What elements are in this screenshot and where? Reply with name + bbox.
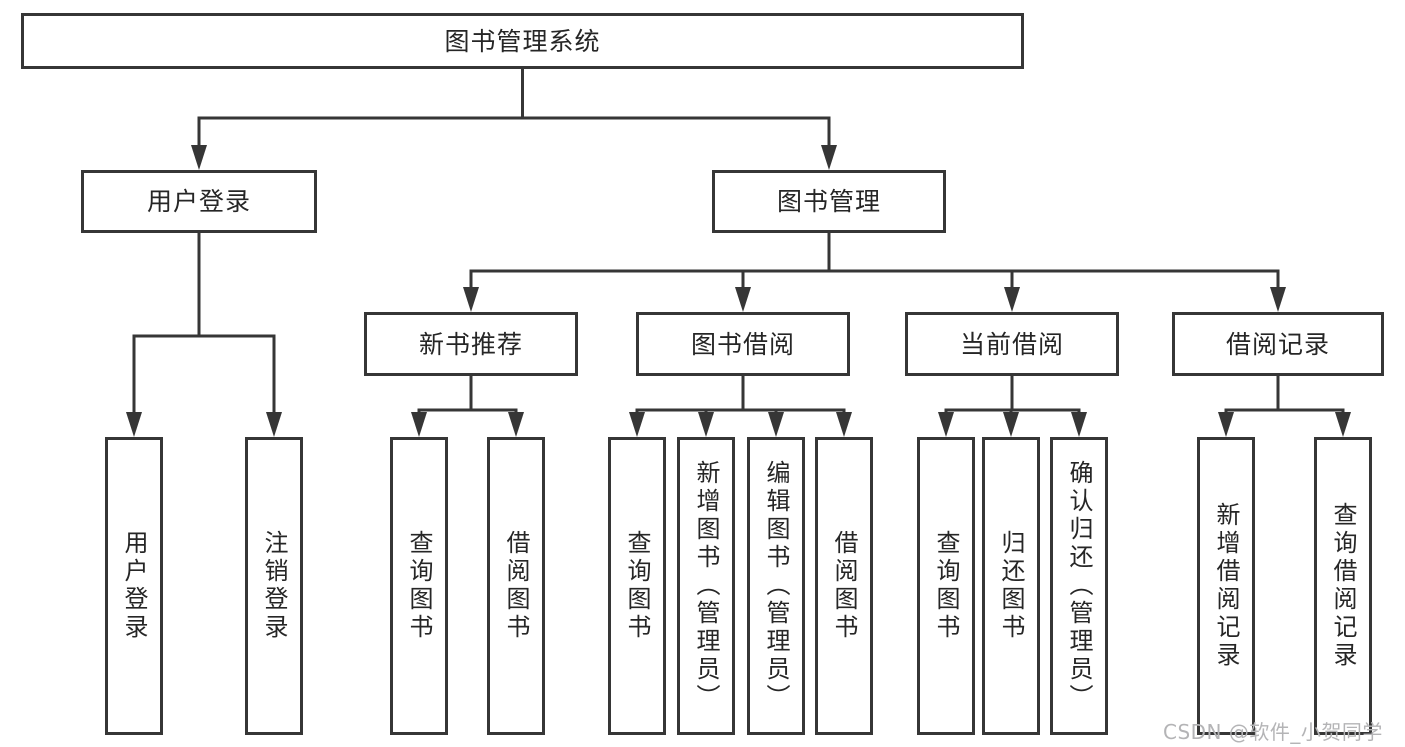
- csdn-watermark: CSDN @软件_小贺同学: [1163, 720, 1383, 744]
- leaf-confirm-return-admin: 确认归还（管理员）: [1050, 437, 1108, 735]
- node-borrow-records: 借阅记录: [1172, 312, 1384, 376]
- connector-stems: [132, 69, 1345, 414]
- leaf-current-query-books: 查询图书: [917, 437, 975, 735]
- leaf-query-borrow-record: 查询借阅记录: [1314, 437, 1372, 735]
- leaf-recommend-query-books: 查询图书: [390, 437, 448, 735]
- node-user-login-module: 用户登录: [81, 170, 317, 233]
- leaf-borrow-borrow-books: 借阅图书: [815, 437, 873, 735]
- node-current-borrow: 当前借阅: [905, 312, 1119, 376]
- leaf-borrow-query-books: 查询图书: [608, 437, 666, 735]
- leaf-edit-book-admin: 编辑图书（管理员）: [747, 437, 805, 735]
- leaf-add-borrow-record: 新增借阅记录: [1197, 437, 1255, 735]
- leaf-recommend-borrow-books: 借阅图书: [487, 437, 545, 735]
- leaf-user-login: 用户登录: [105, 437, 163, 735]
- node-book-borrow: 图书借阅: [636, 312, 850, 376]
- leaf-add-book-admin: 新增图书（管理员）: [677, 437, 735, 735]
- leaf-return-book: 归还图书: [982, 437, 1040, 735]
- node-new-book-recommend: 新书推荐: [364, 312, 578, 376]
- node-root-system: 图书管理系统: [21, 13, 1024, 69]
- node-book-management-module: 图书管理: [712, 170, 946, 233]
- arrowheads: [126, 145, 1351, 437]
- leaf-logout: 注销登录: [245, 437, 303, 735]
